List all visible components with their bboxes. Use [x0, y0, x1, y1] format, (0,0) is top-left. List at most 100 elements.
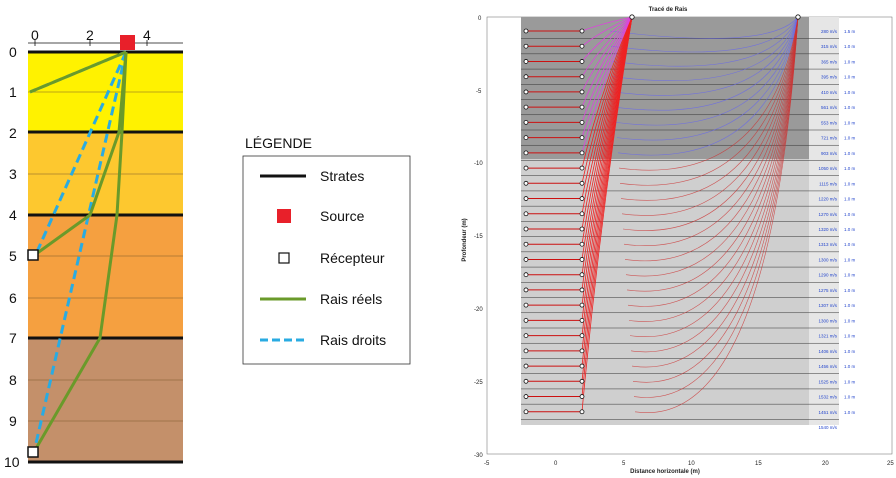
- depth-gridlines: [28, 91, 183, 422]
- thickness-labels: 1.5 m 1.0 m 1.0 m 1.0 m 1.0 m 1.0 m 1.0 m 1.0 m…: [844, 29, 856, 415]
- velocity-label: 903 m/s: [821, 151, 838, 156]
- thickness-label: 1.0 m: [844, 303, 856, 308]
- velocity-label: 721 m/s: [821, 136, 838, 141]
- velocity-label: 1456 m/s: [818, 364, 837, 369]
- x-tick: -5: [484, 461, 490, 467]
- legend-title: LÉGENDE: [245, 135, 312, 151]
- ray-path: [581, 16, 633, 184]
- y-tick: 0: [478, 16, 482, 22]
- ray-path: [581, 16, 633, 230]
- thickness-label: 1.0 m: [844, 242, 856, 247]
- strata-boundaries: [28, 50, 183, 464]
- receiver-point: [523, 241, 529, 247]
- ray-path: [615, 16, 799, 126]
- thickness-label: 1.0 m: [844, 136, 856, 141]
- velocity-label: 365 m/s: [821, 59, 838, 64]
- receiver-point: [523, 287, 529, 293]
- ray-path: [581, 16, 633, 108]
- receiver-point: [523, 89, 529, 95]
- model-area-lower: [521, 159, 839, 425]
- ray-path: [610, 16, 799, 53]
- receiver-point: [523, 302, 529, 308]
- ray-path: [581, 16, 633, 93]
- thickness-label: 1.0 m: [844, 227, 856, 232]
- velocity-label: 553 m/s: [821, 120, 838, 125]
- x-tick-2: 2: [86, 27, 94, 43]
- velocity-label: 1050 m/s: [818, 166, 837, 171]
- receiver-point: [523, 150, 529, 156]
- receiver-point: [579, 302, 585, 308]
- receiver-point: [579, 150, 585, 156]
- receiver-point: [523, 180, 529, 186]
- velocity-label: 315 m/s: [821, 44, 838, 49]
- thickness-label: 1.5 m: [844, 29, 856, 34]
- velocity-label: 1115 m/s: [819, 181, 838, 186]
- receiver-point: [523, 28, 529, 34]
- receiver-point: [579, 409, 585, 415]
- depth-tick: 1: [9, 84, 17, 100]
- receiver-point: [579, 257, 585, 262]
- x-tick-0: 0: [31, 27, 39, 43]
- receiver-point: [523, 119, 529, 125]
- velocity-label: 561 m/s: [821, 105, 838, 110]
- thickness-label: 1.0 m: [844, 166, 856, 171]
- receiver-point: [579, 394, 585, 399]
- x-tick: 15: [755, 461, 762, 467]
- depth-tick: 3: [9, 166, 17, 182]
- receiver-point: [579, 28, 585, 34]
- y-tick: -30: [474, 453, 483, 459]
- velocity-column: [809, 17, 839, 425]
- receiver-point: [523, 43, 529, 49]
- receiver-point: [523, 211, 529, 217]
- ray-path: [619, 16, 799, 186]
- legend: LÉGENDE Strates Source Récepteur Rais ré…: [242, 135, 411, 365]
- legend-label-rais-droits: Rais droits: [320, 332, 386, 348]
- receiver-point: [579, 241, 585, 247]
- ray-path: [614, 16, 799, 111]
- thickness-label: 1.0 m: [844, 288, 856, 293]
- receiver-point: [523, 74, 529, 80]
- ray-path: [611, 16, 799, 67]
- velocity-label: 1532 m/s: [818, 395, 837, 400]
- x-tick: 20: [822, 461, 829, 467]
- thickness-label: 1.0 m: [844, 59, 856, 64]
- x-tick-4: 4: [143, 27, 151, 43]
- receiver-point: [579, 317, 585, 323]
- velocity-label: 1525 m/s: [818, 379, 837, 384]
- ray-path: [630, 16, 799, 353]
- thickness-label: 1.0 m: [844, 334, 856, 339]
- legend-box: [242, 155, 411, 365]
- receiver-point: [523, 226, 529, 232]
- receiver-point: [523, 104, 529, 110]
- layer-3-orange: [28, 215, 183, 338]
- ray-path: [581, 16, 633, 199]
- source-point: [629, 14, 635, 20]
- ray-path: [626, 16, 799, 292]
- receiver-marker: [27, 249, 39, 261]
- receiver-point: [523, 196, 529, 201]
- velocity-label: 1451 m/s: [818, 410, 837, 415]
- thickness-label: 1.0 m: [844, 212, 856, 217]
- receiver-point: [579, 89, 585, 95]
- ray-path: [622, 16, 799, 231]
- receiver-point: [523, 257, 529, 262]
- ray-path: [621, 16, 799, 216]
- ray-path: [581, 16, 633, 47]
- velocity-label: 1320 m/s: [818, 227, 837, 232]
- ray-path: [581, 16, 633, 153]
- thickness-label: 1.0 m: [844, 105, 856, 110]
- velocity-label: 1540 m/s: [818, 425, 837, 430]
- velocity-label: 1300 m/s: [818, 318, 837, 323]
- ray-path: [613, 16, 799, 96]
- ray-path: [616, 16, 799, 141]
- receiver-point: [523, 348, 529, 354]
- depth-tick: 4: [9, 207, 17, 223]
- thickness-label: 1.0 m: [844, 410, 856, 415]
- velocity-label: 395 m/s: [821, 75, 838, 80]
- receiver-point: [579, 119, 585, 125]
- y-tick: -15: [474, 234, 483, 240]
- ray-path: [624, 16, 799, 262]
- receiver-point: [579, 272, 585, 278]
